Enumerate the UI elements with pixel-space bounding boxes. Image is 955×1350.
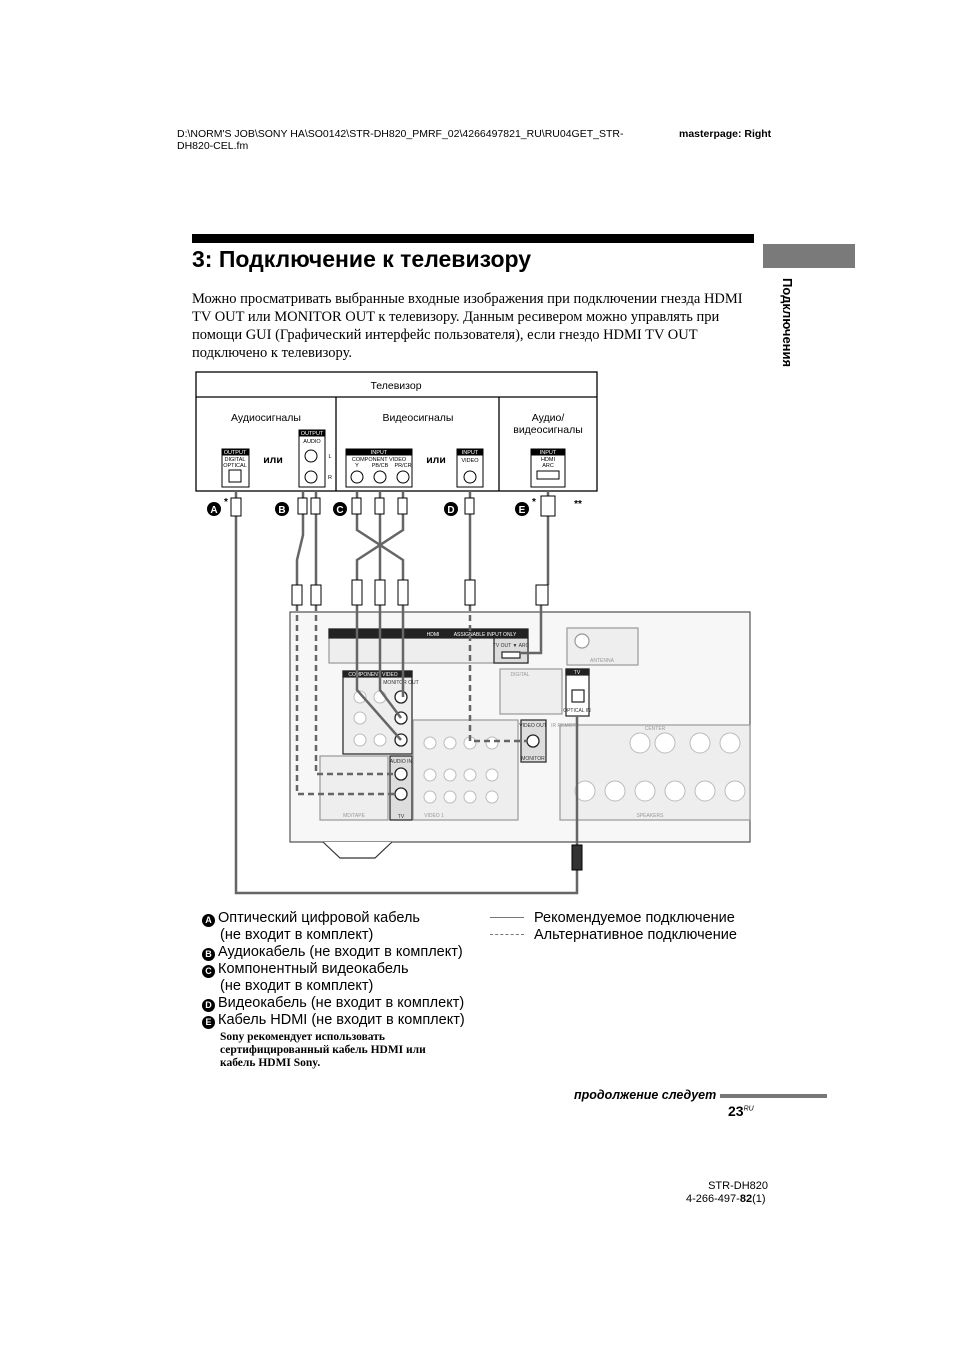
svg-text:COMPONENT VIDEO: COMPONENT VIDEO (348, 672, 397, 678)
cable-a-optical (234, 491, 579, 895)
model-label: STR-DH820 (708, 1180, 768, 1192)
svg-text:TV OUT ▼ ARC: TV OUT ▼ ARC (493, 643, 530, 649)
continued-label: продолжение следует (574, 1088, 717, 1102)
masterpage-label: masterpage: Right (679, 128, 772, 140)
av-signals-label2: видеосигналы (513, 424, 583, 436)
audio-signals-label: Аудиосигналы (231, 412, 301, 424)
cable-e-hdmi (520, 605, 543, 655)
svg-text:*: * (224, 497, 228, 508)
legend-recommended: Рекомендуемое подключение (534, 910, 735, 926)
svg-text:INPUT: INPUT (462, 450, 479, 456)
marker-b-icon: B (202, 948, 215, 961)
av-signals-label1: Аудио/ (532, 412, 565, 424)
svg-text:L: L (328, 454, 331, 460)
legend-text: (не входит в комплект) (220, 927, 374, 943)
svg-text:VIDEO: VIDEO (461, 458, 479, 464)
continued-rule (720, 1094, 827, 1098)
legend-text: (не входит в комплект) (220, 978, 374, 994)
note-line: кабель HDMI Sony. (220, 1057, 321, 1069)
hdmi-note: Sony рекомендует использовать сертифицир… (202, 1031, 465, 1070)
page-number-value: 23 (728, 1103, 744, 1119)
svg-text:SPEAKERS: SPEAKERS (637, 813, 665, 819)
line-legend: Рекомендуемое подключение Альтернативное… (490, 910, 737, 944)
svg-text:DIGITAL: DIGITAL (225, 457, 246, 463)
legend-text: Аудиокабель (не входит в комплект) (218, 944, 463, 960)
svg-text:R: R (328, 475, 332, 481)
code-pre: 4-266-497- (686, 1193, 740, 1205)
svg-text:ASSIGNABLE INPUT ONLY: ASSIGNABLE INPUT ONLY (454, 632, 517, 638)
tv-label: Телевизор (370, 380, 421, 392)
svg-text:TV: TV (574, 670, 581, 676)
svg-text:COMPONENT VIDEO: COMPONENT VIDEO (352, 457, 407, 463)
marker-c: C (336, 505, 343, 516)
marker-c-icon: C (202, 965, 215, 978)
svg-text:CENTER: CENTER (645, 726, 666, 732)
file-path-line1: D:\NORM'S JOB\SONY HA\SO0142\STR-DH820_P… (177, 128, 624, 140)
video-signals-label: Видеосигналы (383, 412, 454, 424)
svg-text:**: ** (574, 499, 582, 510)
marker-d: D (447, 505, 454, 516)
or-label: или (426, 454, 446, 466)
svg-text:AUDIO IN: AUDIO IN (390, 759, 413, 765)
svg-text:AUDIO: AUDIO (303, 439, 321, 445)
svg-text:Y: Y (355, 463, 359, 469)
page-title: 3: Подключение к телевизору (192, 246, 532, 272)
svg-text:INPUT: INPUT (371, 450, 388, 456)
title-rule (192, 234, 754, 243)
section-tab-label: Подключения (780, 278, 795, 368)
marker-a-icon: A (202, 914, 215, 927)
note-line: сертифицированный кабель HDMI или (220, 1044, 426, 1056)
svg-text:OUTPUT: OUTPUT (224, 450, 247, 456)
legend-text: Видеокабель (не входит в комплект) (218, 995, 465, 1011)
svg-text:OPTICAL: OPTICAL (223, 463, 247, 469)
intro-paragraph: Можно просматривать выбранные входные из… (192, 291, 743, 361)
svg-text:ANTENNA: ANTENNA (590, 658, 615, 664)
svg-text:HDMI: HDMI (427, 632, 440, 638)
file-path-line2: DH820-CEL.fm (177, 140, 249, 152)
svg-text:*: * (532, 497, 536, 508)
dashed-line-icon (490, 934, 524, 935)
legend-alternative: Альтернативное подключение (534, 927, 737, 943)
code-post: (1) (752, 1193, 766, 1205)
svg-text:VIDEO OUT: VIDEO OUT (519, 723, 547, 729)
part-code: 4-266-497-82(1) (686, 1193, 766, 1205)
svg-text:VIDEO 1: VIDEO 1 (424, 813, 444, 819)
svg-text:OPTICAL IN: OPTICAL IN (563, 708, 591, 714)
marker-d-icon: D (202, 999, 215, 1012)
section-tab (763, 244, 855, 268)
marker-b: B (278, 505, 285, 516)
receiver-rear-panel (289, 611, 751, 859)
or-label: или (263, 454, 283, 466)
marker-a: A (210, 505, 217, 516)
svg-text:MD/TAPE: MD/TAPE (343, 813, 366, 819)
marker-e: E (519, 505, 526, 516)
page-number-suffix: RU (743, 1105, 754, 1113)
svg-text:PB/CB: PB/CB (372, 463, 389, 469)
page-number: 23RU (728, 1103, 754, 1119)
svg-text:IR REMOTE: IR REMOTE (551, 723, 579, 729)
legend-text: Оптический цифровой кабель (218, 910, 420, 926)
svg-text:ARC: ARC (542, 463, 554, 469)
svg-text:HDMI: HDMI (541, 457, 556, 463)
solid-line-icon (490, 917, 524, 918)
file-path-header: D:\NORM'S JOB\SONY HA\SO0142\STR-DH820_P… (177, 128, 623, 152)
svg-text:DIGITAL: DIGITAL (510, 672, 529, 678)
svg-text:MONITOR OUT: MONITOR OUT (383, 680, 418, 686)
svg-text:MONITOR: MONITOR (521, 756, 545, 762)
note-line: Sony рекомендует использовать (220, 1031, 385, 1043)
svg-text:PR/CR: PR/CR (394, 463, 411, 469)
marker-e-icon: E (202, 1016, 215, 1029)
legend-text: Кабель HDMI (не входит в комплект) (218, 1012, 465, 1028)
code-bold: 82 (739, 1193, 753, 1205)
legend-text: Компонентный видеокабель (218, 961, 409, 977)
svg-text:OUTPUT: OUTPUT (301, 431, 324, 437)
svg-text:TV: TV (398, 814, 405, 820)
svg-text:INPUT: INPUT (540, 450, 557, 456)
